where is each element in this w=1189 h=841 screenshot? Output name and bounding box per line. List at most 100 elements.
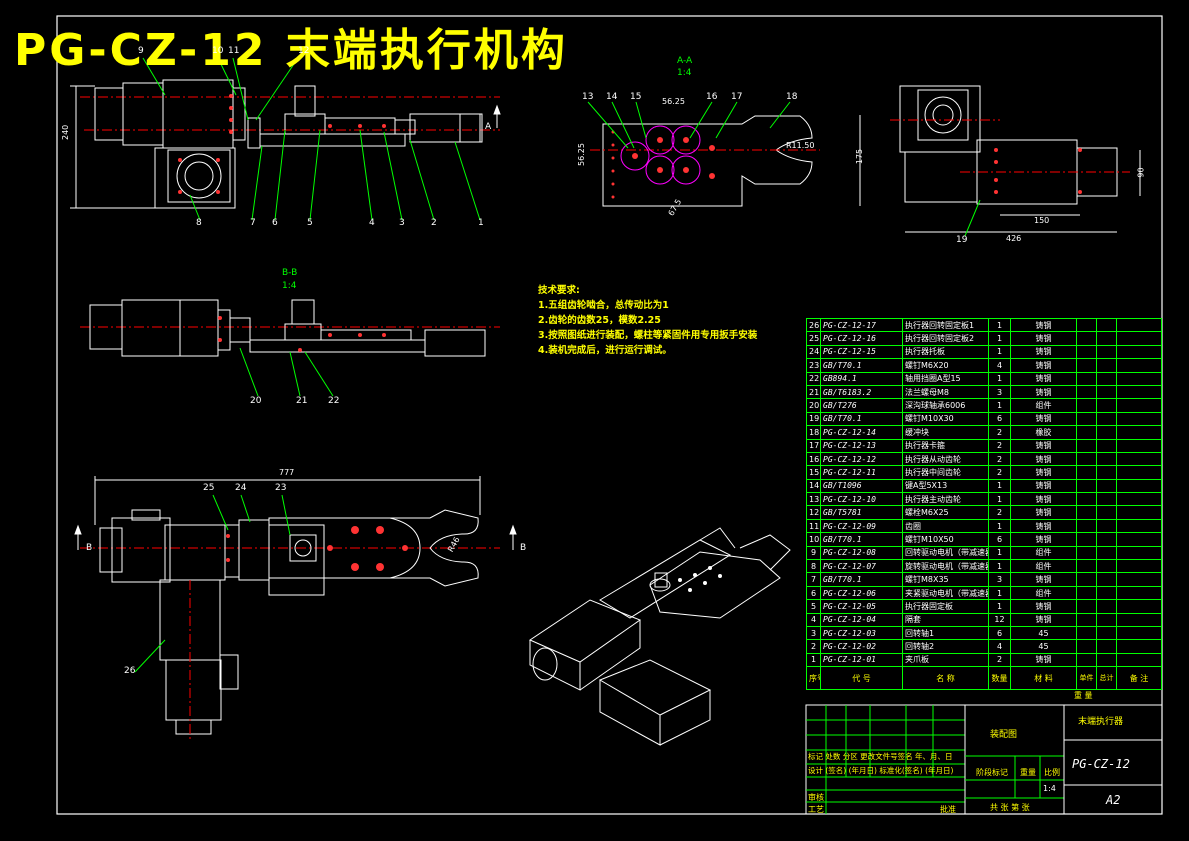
balloon-10: 10 xyxy=(212,46,224,56)
dim-56-25-left: 56.25 xyxy=(576,143,586,166)
bom-cell-single xyxy=(1076,331,1097,346)
note-3: 3.按照图纸进行装配，螺柱等紧固件用专用扳手安装 xyxy=(538,330,758,341)
bom-cell-material: 铸钢 xyxy=(1010,317,1077,333)
bom-cell-total xyxy=(1096,478,1117,494)
bom-cell-name: 齿圈 xyxy=(902,518,989,534)
bom-cell-total xyxy=(1096,425,1117,440)
bom-cell-total xyxy=(1096,492,1117,507)
bom-cell-name: 螺栓M6X25 xyxy=(902,505,989,520)
bom-cell-single xyxy=(1076,518,1097,534)
bom-cell-material: 铸钢 xyxy=(1010,331,1077,346)
bom-cell-total xyxy=(1096,465,1117,480)
bom-cell-code: PG-CZ-12-01 xyxy=(820,652,903,668)
bom-cell-no: 19 xyxy=(806,411,821,427)
bom-cell-material: 组件 xyxy=(1010,545,1077,561)
bom-cell-single xyxy=(1076,572,1097,587)
bom-cell-qty: 6 xyxy=(988,532,1011,547)
bom-cell-single xyxy=(1076,425,1097,440)
balloon-8: 8 xyxy=(196,218,202,228)
bom-cell-code: PG-CZ-12-02 xyxy=(820,639,903,654)
titleblock-grid xyxy=(805,704,1163,815)
bom-cell-code: GB/T5781 xyxy=(820,505,903,520)
bom-cell-no: 23 xyxy=(806,358,821,373)
note-1: 1.五组齿轮啮合，总传动比为1 xyxy=(538,300,669,311)
tb-scale: 1:4 xyxy=(1043,784,1056,793)
bom-cell-single xyxy=(1076,612,1097,627)
bom-cell-code: PG-CZ-12-11 xyxy=(820,465,903,480)
bom-cell-no: 17 xyxy=(806,438,821,453)
bom-cell-single xyxy=(1076,344,1097,360)
bom-cell-remark xyxy=(1116,425,1162,440)
bom-cell-total xyxy=(1096,518,1117,534)
bom-cell-material: 铸钢 xyxy=(1010,652,1077,668)
bom-cell-name: 执行器回转固定板1 xyxy=(902,317,989,333)
bom-cell-total xyxy=(1096,451,1117,467)
bom-cell-qty: 1 xyxy=(988,599,1011,614)
bom-cell-remark xyxy=(1116,652,1162,668)
bom-cell-name: 执行器卡箍 xyxy=(902,438,989,453)
bom-cell-material: 铸钢 xyxy=(1010,532,1077,547)
bom-cell-single xyxy=(1076,492,1097,507)
bom-cell-no: 13 xyxy=(806,492,821,507)
bom-cell-no: 14 xyxy=(806,478,821,494)
bom-cell-name: 旋转驱动电机（带减速器） xyxy=(902,559,989,574)
bom-cell-single xyxy=(1076,317,1097,333)
bom-cell-name: 执行器回转固定板2 xyxy=(902,331,989,346)
bom-cell-code: PG-CZ-12-15 xyxy=(820,344,903,360)
top-view xyxy=(74,476,517,740)
bom-cell-code: PG-CZ-12-16 xyxy=(820,331,903,346)
bom-cell-total xyxy=(1096,398,1117,413)
balloon-9: 9 xyxy=(138,46,144,56)
bom-cell-no: 11 xyxy=(806,518,821,534)
bom-cell-single xyxy=(1076,478,1097,494)
bom-cell-remark xyxy=(1116,317,1162,333)
bom-cell-code: GB/T70.1 xyxy=(820,532,903,547)
bom-cell-name: 法兰螺母M8 xyxy=(902,384,989,400)
balloon-7: 7 xyxy=(250,218,256,228)
bom-cell-material: 铸钢 xyxy=(1010,451,1077,467)
bom-cell-qty: 1 xyxy=(988,585,1011,601)
bom-cell-no: 5 xyxy=(806,599,821,614)
balloon-11: 11 xyxy=(228,46,240,56)
isometric-view xyxy=(528,527,791,746)
bom-cell-qty: 1 xyxy=(988,317,1011,333)
bom-cell-single xyxy=(1076,599,1097,614)
bom-header: 序号 代 号 名 称 数量 材 料 单件 总计 备 注 xyxy=(806,666,1162,691)
bom-cell-code: PG-CZ-12-07 xyxy=(820,559,903,574)
notes-heading: 技术要求: xyxy=(538,285,580,296)
bom-cell-name: 深沟球轴承6006 xyxy=(902,398,989,413)
bom-cell-total xyxy=(1096,344,1117,360)
tb-stage: 阶段标记 xyxy=(976,768,1008,777)
tb-row-2: 设计 (签名) (年月日) 标准化(签名) (年月日) xyxy=(808,766,954,775)
bom-cell-no: 8 xyxy=(806,559,821,574)
bom-cell-name: 轴用挡圈A型15 xyxy=(902,371,989,386)
bom-cell-qty: 1 xyxy=(988,331,1011,346)
bom-cell-total xyxy=(1096,411,1117,427)
bom-cell-name: 执行器托板 xyxy=(902,344,989,360)
bom-cell-material: 铸钢 xyxy=(1010,492,1077,507)
bom-cell-qty: 2 xyxy=(988,451,1011,467)
bom-cell-total xyxy=(1096,545,1117,561)
bom-cell-remark xyxy=(1116,358,1162,373)
bom-cell-code: PG-CZ-12-17 xyxy=(820,317,903,333)
bom-cell-qty: 1 xyxy=(988,371,1011,386)
tb-code: PG-CZ-12 xyxy=(1072,757,1130,771)
tb-approve: 批准 xyxy=(940,805,956,814)
arrow-a-label: A xyxy=(485,122,492,132)
bom-cell-total xyxy=(1096,438,1117,453)
